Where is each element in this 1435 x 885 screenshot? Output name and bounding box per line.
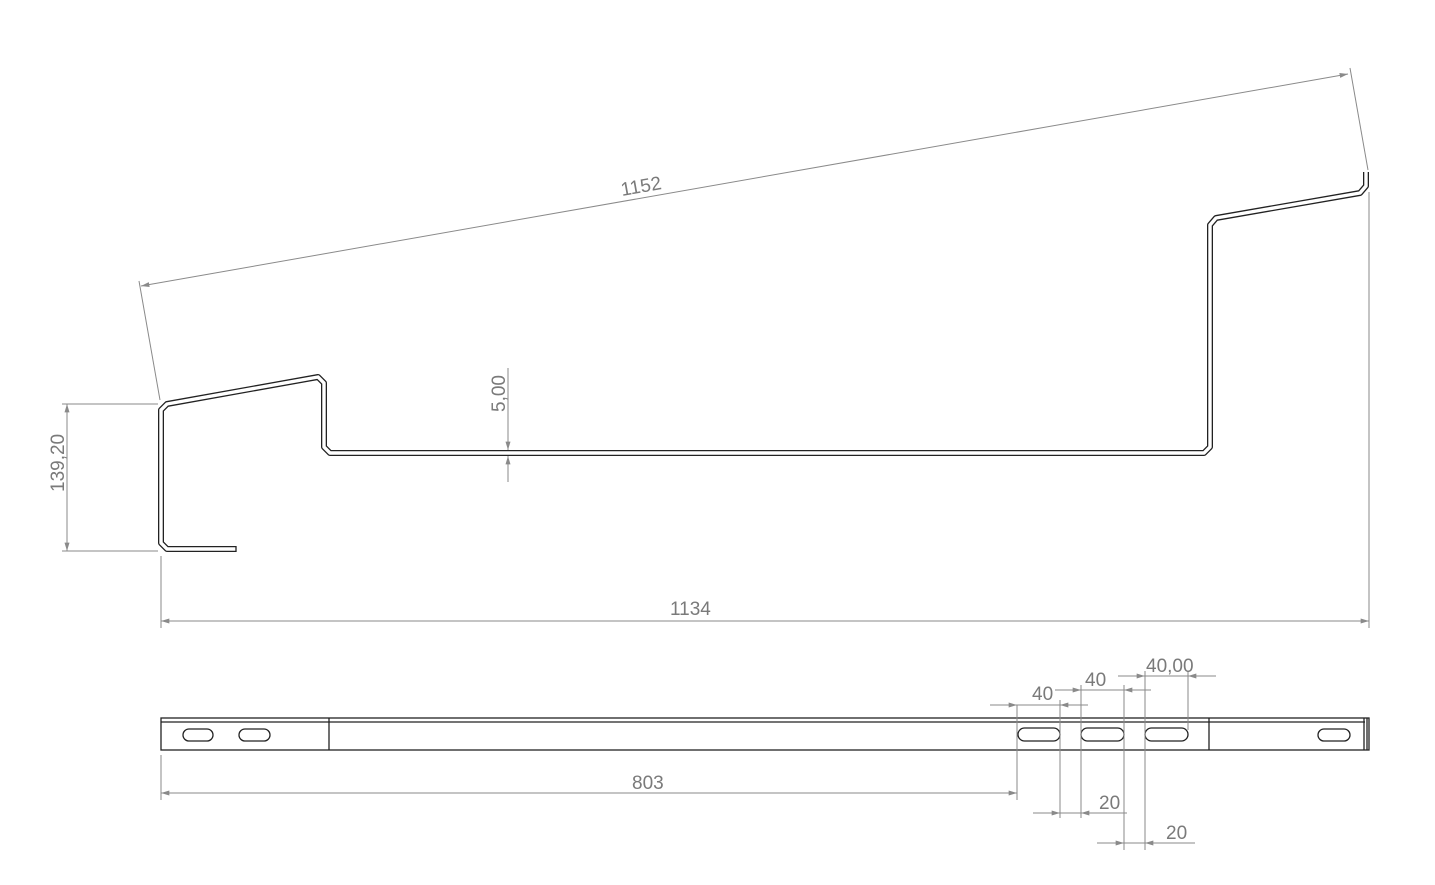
dim-label-1134: 1134 <box>670 599 711 620</box>
dim-label-20-a: 20 <box>1099 793 1120 814</box>
dim-label-40-a: 40 <box>1032 684 1053 705</box>
dim-label-139-20: 139,20 <box>48 434 69 492</box>
dimension-slot-offset: 803 <box>160 705 1018 800</box>
dimension-overall-width: 1134 <box>160 192 1370 628</box>
dim-label-803: 803 <box>632 773 664 794</box>
dimension-slant-length: 1152 <box>138 67 1369 401</box>
dimension-slot-widths: 40 40 40,00 20 20 <box>990 656 1216 850</box>
dim-label-20-b: 20 <box>1166 823 1187 844</box>
dim-label-40-b: 40 <box>1085 670 1106 691</box>
dimension-flange-height: 139,20 <box>48 403 158 552</box>
dim-label-40-00: 40,00 <box>1146 656 1194 677</box>
dim-label-5-00: 5,00 <box>489 375 510 412</box>
slot <box>1144 727 1189 742</box>
dim-label-1152: 1152 <box>619 173 663 201</box>
slot <box>238 728 271 742</box>
slot <box>1017 727 1061 742</box>
dimension-thickness: 5,00 <box>489 368 511 482</box>
slot <box>1317 728 1351 742</box>
slot <box>1080 727 1125 742</box>
plan-view-bar <box>160 717 1370 751</box>
slot <box>182 728 214 742</box>
side-profile <box>158 172 1369 552</box>
